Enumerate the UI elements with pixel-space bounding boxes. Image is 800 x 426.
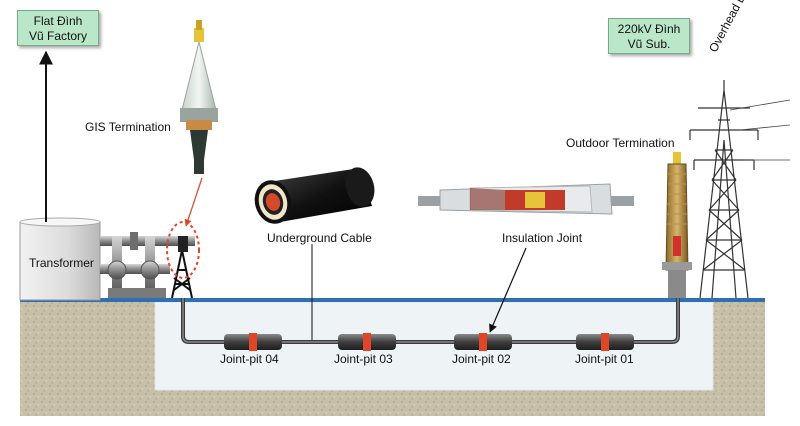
transformer-unit [19,217,101,301]
insulation-joint-label: Insulation Joint [502,231,583,245]
gis-pipework [100,232,195,298]
joint-pit-01-label: Joint-pit 01 [575,352,634,366]
substation-label-box: 220kV Đình Vũ Sub. [608,18,690,54]
gis-pointer-line [184,177,203,227]
substation-label-line1: 220kV Đình [617,22,681,36]
gis-termination-label: GIS Termination [85,120,171,134]
ground-surface-line [20,298,765,302]
outdoor-termination-label: Outdoor Termination [566,136,675,150]
joint-pointer-line [489,247,527,333]
transformer-label: Transformer [29,256,94,270]
cable-cross-section [254,167,375,224]
transmission-tower [689,80,759,299]
joint-pit-03-marker [338,333,396,351]
joint-pit-03-label: Joint-pit 03 [334,352,393,366]
joint-pit-01-marker [576,333,634,351]
gis-termination-device [180,20,218,174]
underground-cable-label: Underground Cable [267,231,372,245]
gis-highlight-circle [166,221,200,279]
joint-pit-04-label: Joint-pit 04 [220,352,279,366]
substation-label-line2: Vũ Sub. [627,37,671,51]
factory-label-line1: Flat Đình [33,14,83,28]
factory-label-box: Flat Đình Vũ Factory [17,10,99,46]
joint-pit-02-label: Joint-pit 02 [452,352,511,366]
factory-label-line2: Vũ Factory [28,29,88,43]
joint-pit-04-marker [224,333,282,351]
joint-pit-02-marker [454,333,512,351]
outdoor-termination-device [662,152,692,298]
overhead-conductors [729,99,791,161]
insulation-joint-device [418,183,634,215]
